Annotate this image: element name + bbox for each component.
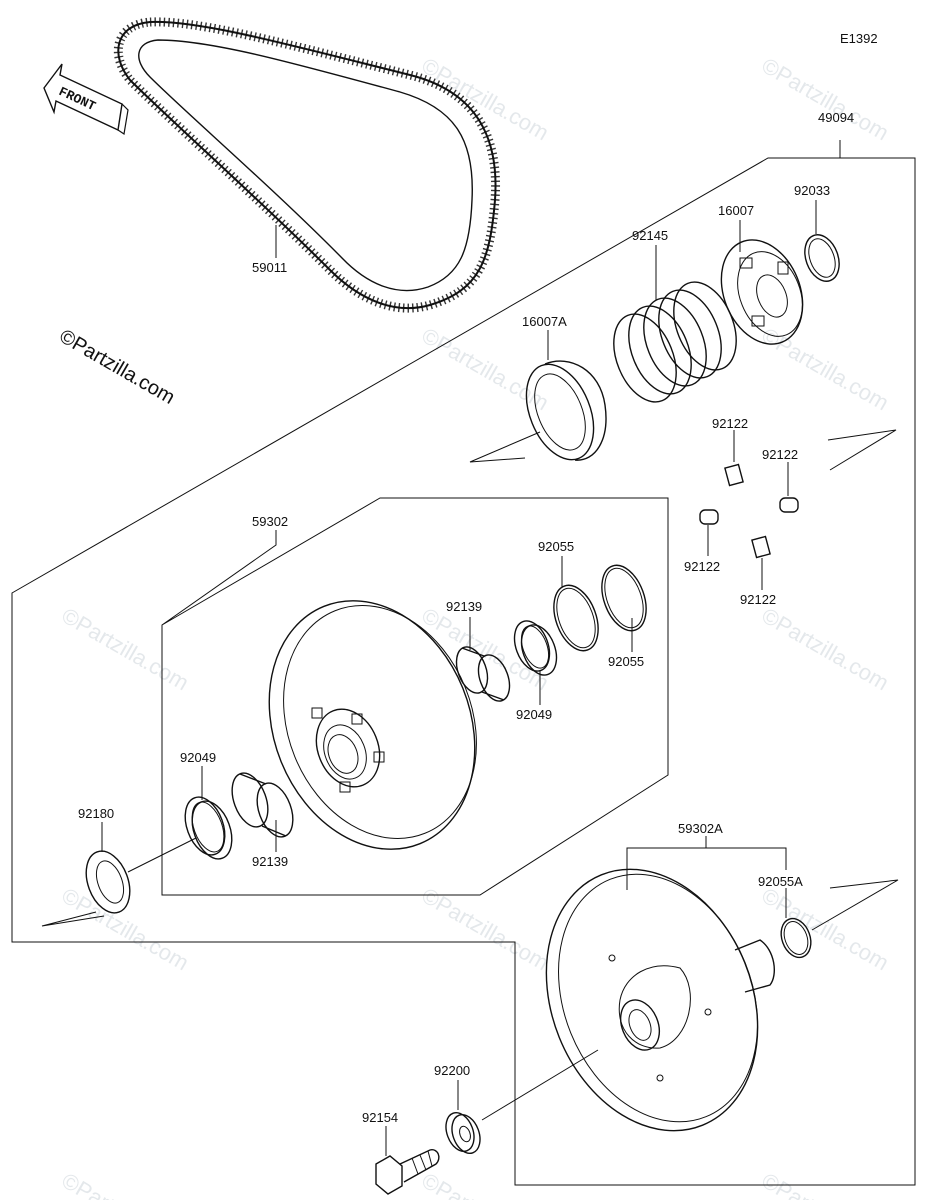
watermark: ©Partzilla.com: [758, 883, 894, 976]
label-92049b: 92049: [180, 750, 216, 765]
frame-49094: [11, 140, 916, 1186]
watermark: ©Partzilla.com: [58, 603, 194, 696]
roller-92122: [699, 509, 719, 525]
watermark: ©Partzilla.com: [58, 883, 194, 976]
spring-92145: [613, 281, 737, 403]
watermark: ©Partzilla.com: [418, 323, 554, 416]
label-92122c: 92122: [684, 559, 720, 574]
copyright-text: ©Partzilla.com: [56, 325, 179, 409]
watermarks: ©Partzilla.com ©Partzilla.com ©Partzilla…: [58, 53, 894, 1200]
watermark: ©Partzilla.com: [418, 603, 554, 696]
label-92055b: 92055: [608, 654, 644, 669]
axis-line-92180: [41, 911, 105, 927]
watermark: ©Partzilla.com: [758, 1168, 894, 1200]
watermark: ©Partzilla.com: [758, 603, 894, 696]
label-92055A: 92055A: [758, 874, 803, 889]
movable-sheave: [268, 600, 477, 850]
watermark: ©Partzilla.com: [58, 1168, 194, 1200]
cam-16007A: [525, 360, 607, 461]
watermark: ©Partzilla.com: [758, 53, 894, 146]
label-59302: 59302: [252, 514, 288, 529]
axis-line-lower: [127, 837, 197, 873]
roller-92122: [751, 535, 771, 559]
front-arrow-icon: FRONT: [43, 63, 129, 136]
label-92122a: 92122: [712, 416, 748, 431]
label-92033: 92033: [794, 183, 830, 198]
label-92180: 92180: [78, 806, 114, 821]
label-16007A: 16007A: [522, 314, 567, 329]
label-59302A: 59302A: [678, 821, 723, 836]
label-92122d: 92122: [740, 592, 776, 607]
bushing-92139: [231, 772, 294, 838]
label-92122b: 92122: [762, 447, 798, 462]
axis-line-16007A: [469, 431, 541, 463]
label-92200: 92200: [434, 1063, 470, 1078]
label-16007: 16007: [718, 203, 754, 218]
axis-line-92055A: [811, 879, 899, 931]
bolt-92154: [375, 1149, 440, 1195]
circlip-92033: [804, 234, 840, 282]
ring-92055: [601, 564, 647, 632]
seal-92049: [184, 796, 233, 860]
label-92139a: 92139: [446, 599, 482, 614]
seal-92049: [513, 620, 558, 676]
label-59011: 59011: [252, 260, 287, 275]
ring-92055: [553, 584, 599, 652]
label-92145: 92145: [632, 228, 668, 243]
watermark: ©Partzilla.com: [418, 883, 554, 976]
label-92049a: 92049: [516, 707, 552, 722]
washer-92200: [445, 1111, 481, 1155]
label-92139b: 92139: [252, 854, 288, 869]
fixed-sheave: [545, 868, 776, 1132]
ring-92055A: [780, 917, 812, 959]
roller-92122: [779, 497, 799, 513]
diagram-code: E1392: [840, 31, 878, 46]
bushing-92139: [455, 646, 511, 702]
axis-line-bolt: [481, 1049, 599, 1121]
drive-belt-59011: [113, 17, 501, 313]
label-92154: 92154: [362, 1110, 398, 1125]
label-92055a: 92055: [538, 539, 574, 554]
watermark: ©Partzilla.com: [418, 1168, 554, 1200]
axis-line-rollers: [827, 429, 897, 471]
washer-92180: [85, 850, 131, 914]
label-49094: 49094: [818, 110, 854, 125]
frame-59302: [161, 497, 669, 896]
roller-92122: [724, 463, 744, 487]
